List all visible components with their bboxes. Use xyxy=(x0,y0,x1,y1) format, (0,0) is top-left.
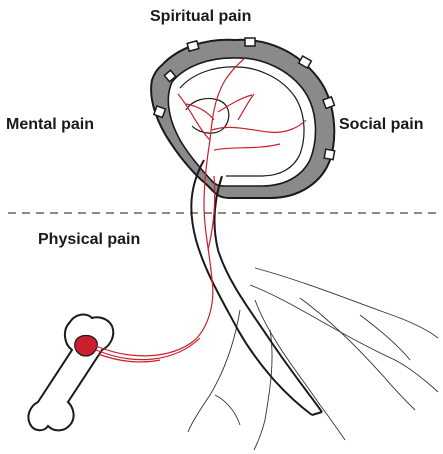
peripheral-nerve-roots xyxy=(188,268,438,450)
label-social-pain: Social pain xyxy=(339,117,423,133)
bone-pain-mark xyxy=(75,336,98,357)
label-spiritual-pain: Spiritual pain xyxy=(150,9,251,25)
label-mental-pain: Mental pain xyxy=(6,117,94,133)
head-outline xyxy=(151,38,335,198)
label-physical-pain: Physical pain xyxy=(38,232,140,248)
bone-illustration xyxy=(28,315,113,431)
